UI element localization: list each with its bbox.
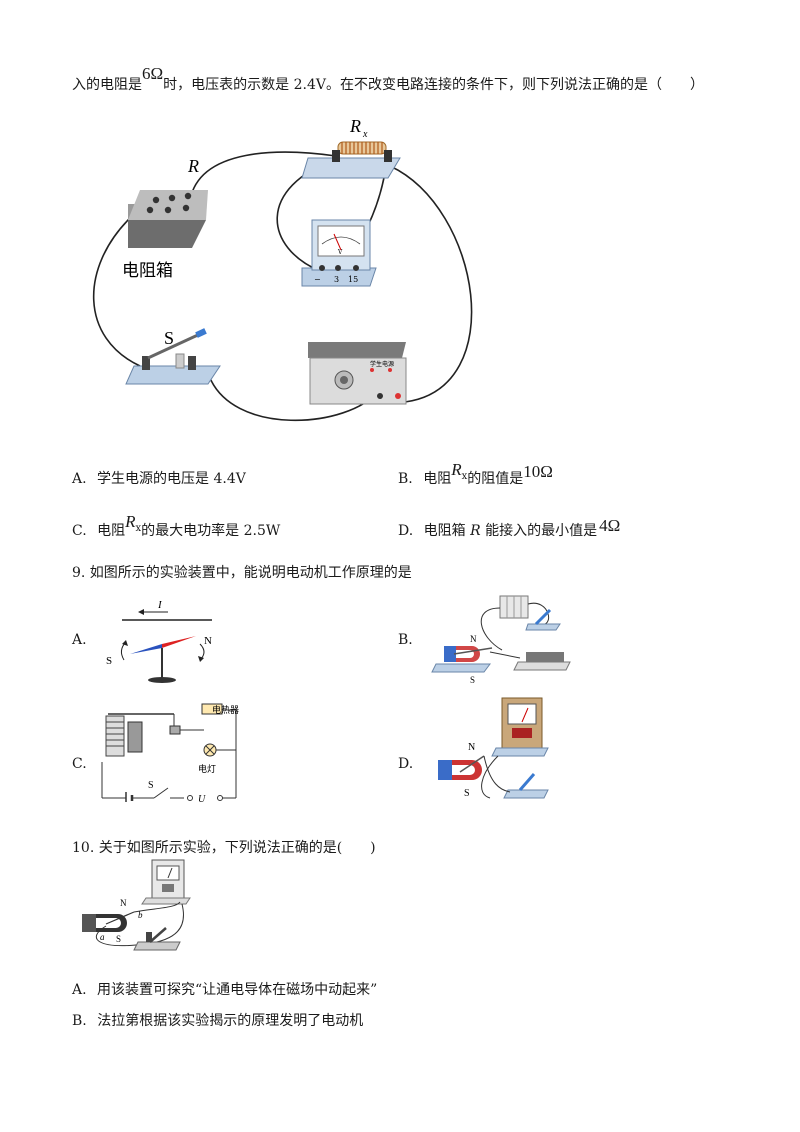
q8-option-c-letter: C. (72, 523, 87, 539)
north-label-a: N (204, 635, 212, 647)
q10-figure: N S b a (82, 859, 191, 951)
q10-option-a-letter: A. (72, 982, 87, 998)
south-label-b: S (470, 675, 475, 685)
q9-option-c-figure[interactable]: 电热器 电灯 S U (98, 702, 248, 802)
q8-option-a-text: 学生电源的电压是 4.4V (97, 471, 246, 487)
q8-option-b-post: 的阻值是 (467, 471, 524, 487)
q8-option-a[interactable]: A. 学生电源的电压是 4.4V (72, 468, 246, 488)
q8-stem-value: 6Ω (142, 64, 164, 83)
south-label-d: S (464, 788, 470, 799)
rx-label-sub: x (362, 129, 368, 140)
resistance-box-label: 电阻箱 (122, 261, 173, 281)
q8-option-b-letter: B. (398, 471, 413, 487)
wire-r-to-rx (189, 151, 337, 201)
q10-option-b-letter: B. (72, 1013, 87, 1029)
q8-stem: 入的电阻是6Ω时，电压表的示数是 2.4V。在不改变电路连接的条件下，则下列说法… (72, 64, 704, 94)
power-supply-label: 学生电源 (370, 360, 394, 368)
q8-option-a-letter: A. (72, 471, 87, 487)
rx-label: R (349, 116, 361, 136)
q8-option-d-pre: 电阻箱 (423, 523, 466, 539)
wire-rx-to-power (389, 165, 473, 403)
q8-stem-post: 时，电压表的示数是 2.4V。在不改变电路连接的条件下，则下列说法正确的是（ ） (163, 77, 704, 93)
wire-box-to-switch (92, 217, 141, 367)
q10-option-a-text: 用该装置可探究“让通电导体在磁场中动起来” (97, 982, 378, 998)
r-label: R (187, 156, 199, 176)
q9-option-d-figure[interactable]: N S (430, 694, 580, 804)
resistance-box (128, 190, 208, 248)
q9-option-d-letter[interactable]: D. (398, 756, 414, 772)
q8-option-b-sym: R (451, 460, 462, 479)
relay-switch-label: S (148, 780, 154, 791)
q10-b-label: b (138, 910, 143, 920)
q10-option-a[interactable]: A. 用该装置可探究“让通电导体在磁场中动起来” (72, 979, 377, 999)
q10-stem: 10. 关于如图所示实验，下列说法正确的是( ) (72, 840, 376, 856)
q9-option-a-letter[interactable]: A. (72, 632, 87, 648)
current-label: I (157, 599, 163, 611)
voltmeter-tick-15: 15 (348, 275, 358, 284)
q8-option-c-sub: x (135, 522, 142, 534)
switch-label: S (164, 328, 174, 348)
q8-option-c-pre: 电阻 (97, 523, 126, 539)
q8-option-c[interactable]: C. 电阻Rx的最大电功率是 2.5W (72, 512, 281, 542)
q8-option-d-sym: R (470, 523, 481, 539)
voltmeter-unit: V (337, 249, 343, 256)
lamp-label: 电灯 (198, 763, 216, 775)
q9-option-b-figure[interactable]: N S (430, 588, 580, 688)
rx-resistor (301, 141, 401, 179)
q8-circuit-figure: R x R 电阻箱 V − 3 15 S (92, 116, 473, 422)
voltmeter-tick-3: 3 (334, 275, 339, 284)
south-label-a: S (106, 655, 112, 667)
q9-stem: 9. 如图所示的实验装置中，能说明电动机工作原理的是 (72, 565, 412, 581)
q8-option-c-sym: R (125, 512, 136, 531)
q8-option-b-sub: x (461, 470, 468, 482)
q10-option-b[interactable]: B. 法拉第根据该实验揭示的原理发明了电动机 (72, 1010, 363, 1030)
q8-option-b-pre: 电阻 (423, 471, 452, 487)
q8-option-d-letter: D. (398, 523, 414, 539)
q8-option-d-post: 能接入的最小值是 (485, 523, 598, 539)
north-label-d: N (468, 742, 475, 753)
voltmeter: V − 3 15 (301, 219, 377, 287)
voltage-label: U (198, 794, 206, 802)
q10-south-label: S (116, 934, 121, 944)
knife-switch (125, 328, 221, 385)
q10-a-label: a (100, 932, 105, 942)
q8-option-b[interactable]: B. 电阻Rx的阻值是10Ω (398, 460, 553, 490)
student-power-supply: 学生电源 (308, 342, 407, 405)
q8-option-c-post: 的最大电功率是 2.5W (141, 523, 281, 539)
q10-north-label: N (120, 898, 127, 908)
q8-option-b-value: 10Ω (523, 462, 553, 481)
q8-option-d-value: 4Ω (599, 516, 621, 535)
q10-option-b-text: 法拉第根据该实验揭示的原理发明了电动机 (97, 1013, 364, 1029)
q9-option-b-letter[interactable]: B. (398, 632, 413, 648)
q9-option-c-letter[interactable]: C. (72, 756, 87, 772)
north-label-b: N (470, 634, 477, 644)
q9-option-a-figure[interactable]: I S N (100, 598, 240, 688)
voltmeter-tick-neg: − (314, 275, 321, 284)
q8-stem-pre: 入的电阻是 (72, 77, 142, 93)
